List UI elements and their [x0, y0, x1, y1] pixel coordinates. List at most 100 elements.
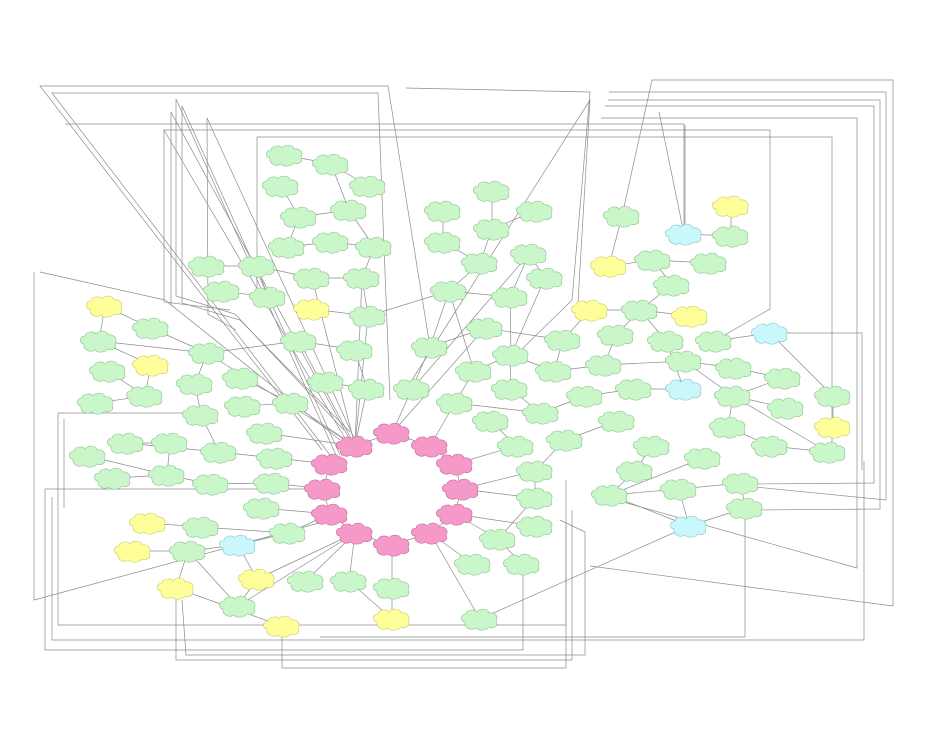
node-green-cloud	[279, 206, 317, 229]
edge-g25-g29	[510, 277, 546, 356]
routed-edge-20	[39, 271, 341, 441]
node-green-cloud	[221, 367, 259, 390]
node-green-cloud	[311, 231, 349, 254]
node-green-cloud	[659, 478, 697, 501]
routed-edge-33	[479, 525, 690, 620]
node-green-cloud	[329, 199, 367, 222]
node-green-cloud	[602, 205, 640, 228]
node-green-cloud	[311, 153, 349, 176]
node-green-cloud	[515, 487, 553, 510]
node-green-cloud	[271, 392, 309, 415]
node-green-cloud	[348, 305, 386, 328]
node-green-cloud	[515, 460, 553, 483]
node-yellow-cloud	[670, 305, 708, 328]
node-green-cloud	[223, 395, 261, 418]
node-green-cloud	[460, 252, 498, 275]
routed-edge-2	[175, 98, 345, 456]
node-yellow-cloud	[711, 195, 749, 218]
node-green-cloud	[88, 360, 126, 383]
node-yellow-cloud	[813, 416, 851, 439]
node-green-cloud	[187, 255, 225, 278]
node-green-cloud	[423, 200, 461, 223]
node-green-cloud	[509, 243, 547, 266]
node-green-cloud	[286, 570, 324, 593]
node-green-cloud	[279, 330, 317, 353]
node-pink-cloud	[335, 522, 373, 545]
routed-edge-31	[320, 515, 746, 638]
edge-g102-p7	[237, 532, 356, 607]
node-green-cloud	[329, 570, 367, 593]
node-green-cloud	[261, 175, 299, 198]
node-green-cloud	[750, 435, 788, 458]
node-green-cloud	[423, 231, 461, 254]
node-green-cloud	[147, 464, 185, 487]
node-green-cloud	[454, 360, 492, 383]
edge-y11-p7	[256, 532, 356, 580]
node-green-cloud	[808, 441, 846, 464]
node-green-cloud	[435, 392, 473, 415]
node-pink-cloud	[410, 522, 448, 545]
node-green-cloud	[646, 330, 684, 353]
node-green-cloud	[181, 516, 219, 539]
routed-edge-8	[411, 98, 591, 381]
node-green-cloud	[265, 144, 303, 167]
node-green-cloud	[490, 286, 528, 309]
node-yellow-cloud	[128, 512, 166, 535]
node-green-cloud	[596, 324, 634, 347]
node-green-cloud	[348, 175, 386, 198]
node-green-cloud	[496, 435, 534, 458]
node-pink-cloud	[410, 435, 448, 458]
node-yellow-cloud	[237, 568, 275, 591]
node-green-cloud	[708, 416, 746, 439]
node-green-cloud	[766, 397, 804, 420]
node-green-cloud	[106, 432, 144, 455]
node-green-cloud	[721, 472, 759, 495]
node-green-cloud	[584, 354, 622, 377]
node-green-cloud	[125, 385, 163, 408]
node-green-cloud	[515, 515, 553, 538]
edge-g55-g60	[732, 395, 829, 453]
node-yellow-cloud	[372, 608, 410, 631]
node-green-cloud	[714, 357, 752, 380]
node-green-cloud	[237, 255, 275, 278]
node-yellow-cloud	[131, 354, 169, 377]
node-green-cloud	[354, 236, 392, 259]
routed-edge-27	[51, 461, 865, 641]
node-green-cloud	[565, 385, 603, 408]
node-green-cloud	[267, 236, 305, 259]
node-green-cloud	[614, 378, 652, 401]
node-green-cloud	[615, 460, 653, 483]
edge-g27-p0	[391, 327, 486, 434]
routed-edge-3	[181, 105, 351, 456]
routed-edge-4	[163, 128, 347, 441]
node-green-cloud	[632, 435, 670, 458]
node-green-cloud	[255, 447, 293, 470]
node-green-cloud	[218, 595, 256, 618]
routed-edge-14	[608, 99, 881, 511]
node-green-cloud	[597, 410, 635, 433]
node-green-cloud	[471, 410, 509, 433]
node-green-cloud	[79, 330, 117, 353]
node-yellow-cloud	[262, 615, 300, 638]
node-green-cloud	[93, 467, 131, 490]
routed-edge-29	[181, 519, 586, 656]
routed-edge-10	[658, 111, 685, 235]
node-green-cloud	[342, 267, 380, 290]
routed-edge-19	[65, 123, 685, 230]
node-pink-cloud	[372, 422, 410, 445]
edge-g67-g71	[609, 457, 704, 496]
node-pink-cloud	[310, 503, 348, 526]
edge-g24-g31	[448, 290, 475, 372]
node-green-cloud	[347, 378, 385, 401]
node-green-cloud	[472, 218, 510, 241]
node-green-cloud	[335, 339, 373, 362]
routed-edge-0	[39, 85, 431, 451]
node-green-cloud	[689, 252, 727, 275]
routed-edge-5	[170, 111, 351, 441]
node-green-cloud	[150, 432, 188, 455]
routed-edge-9	[589, 79, 894, 607]
node-pink-cloud	[441, 478, 479, 501]
edge-g23-g34	[411, 253, 530, 390]
routed-edge-32	[780, 332, 863, 470]
